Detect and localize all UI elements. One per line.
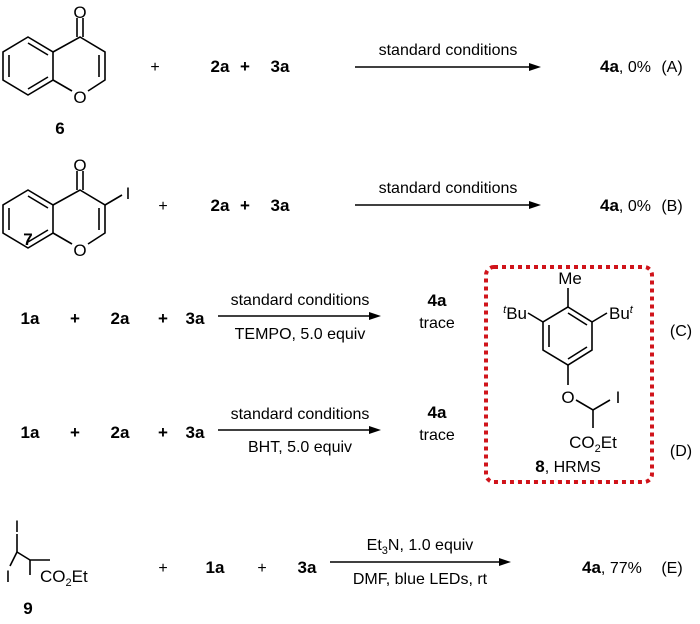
reaction-a: + 2a + 3a standard conditions 4a, 0% (A) xyxy=(150,42,682,76)
tert-butyl-right: But xyxy=(609,304,634,323)
plus-sign: + xyxy=(240,57,250,76)
reagent-1a: 1a xyxy=(206,558,225,577)
reaction-b: + 2a + 3a standard conditions 4a, 0% (B) xyxy=(158,180,682,215)
plus-sign: + xyxy=(158,198,167,215)
reagent-3a: 3a xyxy=(271,196,290,215)
reagent-1a: 1a xyxy=(21,423,40,442)
entry-tag: (B) xyxy=(661,198,682,215)
methyl-group: Me xyxy=(558,269,582,288)
plus-sign: + xyxy=(70,423,80,442)
conditions: standard conditions xyxy=(231,292,370,309)
plus-sign: + xyxy=(150,59,159,76)
tert-butyl-left: tBu xyxy=(503,304,527,323)
reagent-2a: 2a xyxy=(211,57,230,76)
iodine-atom: I xyxy=(616,388,621,407)
plus-sign: + xyxy=(70,309,80,328)
reagent-3a: 3a xyxy=(298,558,317,577)
yield: trace xyxy=(419,315,455,332)
reaction-e: + 1a + 3a Et3N, 1.0 equiv DMF, blue LEDs… xyxy=(158,537,682,588)
compound-6-structure: O O 6 xyxy=(2,3,106,138)
ester-group: CO2Et xyxy=(569,433,617,455)
ester-group: CO2Et xyxy=(40,567,88,589)
compound-7-structure: O O I 7 xyxy=(2,156,131,260)
additive: TEMPO, 5.0 equiv xyxy=(235,326,366,343)
plus-sign: + xyxy=(158,309,168,328)
entry-tag: (E) xyxy=(661,560,682,577)
plus-sign: + xyxy=(158,423,168,442)
entry-tag: (A) xyxy=(661,59,682,76)
reaction-c: 1a + 2a + 3a standard conditions TEMPO, … xyxy=(21,291,693,343)
compound-9-structure: I I CO2Et 9 xyxy=(6,517,88,618)
reaction-d: 1a + 2a + 3a standard conditions BHT, 5.… xyxy=(21,403,693,460)
compound-label: 7 xyxy=(23,230,32,249)
product: 4a xyxy=(428,291,447,310)
entry-tag: (D) xyxy=(670,443,692,460)
iodine-atom: I xyxy=(126,184,131,203)
compound-label: 8, HRMS xyxy=(535,457,600,476)
ring-oxygen: O xyxy=(73,241,86,260)
conditions: standard conditions xyxy=(379,42,518,59)
product-result: 4a, 0% xyxy=(600,57,651,76)
reagent-2a: 2a xyxy=(211,196,230,215)
entry-tag: (C) xyxy=(670,323,692,340)
highlight-box xyxy=(484,265,654,484)
ring-oxygen: O xyxy=(73,88,86,107)
product: 4a xyxy=(428,403,447,422)
plus-sign: + xyxy=(257,560,266,577)
reagent-2a: 2a xyxy=(111,309,130,328)
compound-label: 6 xyxy=(55,119,64,138)
product-result: 4a, 77% xyxy=(582,558,642,577)
carbonyl-oxygen: O xyxy=(73,156,86,175)
carbonyl-oxygen: O xyxy=(73,3,86,22)
reagent-2a: 2a xyxy=(111,423,130,442)
conditions: standard conditions xyxy=(379,180,518,197)
reagent-3a: 3a xyxy=(271,57,290,76)
product-result: 4a, 0% xyxy=(600,196,651,215)
conditions-bottom: DMF, blue LEDs, rt xyxy=(353,571,488,588)
iodine-atom: I xyxy=(6,567,11,586)
plus-sign: + xyxy=(240,196,250,215)
compound-label: 9 xyxy=(23,599,32,618)
compound-8-box: Me tBu But O I CO2Et 8, HRMS xyxy=(484,265,654,484)
iodine-atom: I xyxy=(15,517,20,536)
additive: BHT, 5.0 equiv xyxy=(248,439,352,456)
reagent-3a: 3a xyxy=(186,309,205,328)
plus-sign: + xyxy=(158,560,167,577)
ether-oxygen: O xyxy=(561,388,574,407)
reagent-1a: 1a xyxy=(21,309,40,328)
conditions: standard conditions xyxy=(231,406,370,423)
yield: trace xyxy=(419,427,455,444)
reagent-3a: 3a xyxy=(186,423,205,442)
conditions: Et3N, 1.0 equiv xyxy=(367,537,474,557)
